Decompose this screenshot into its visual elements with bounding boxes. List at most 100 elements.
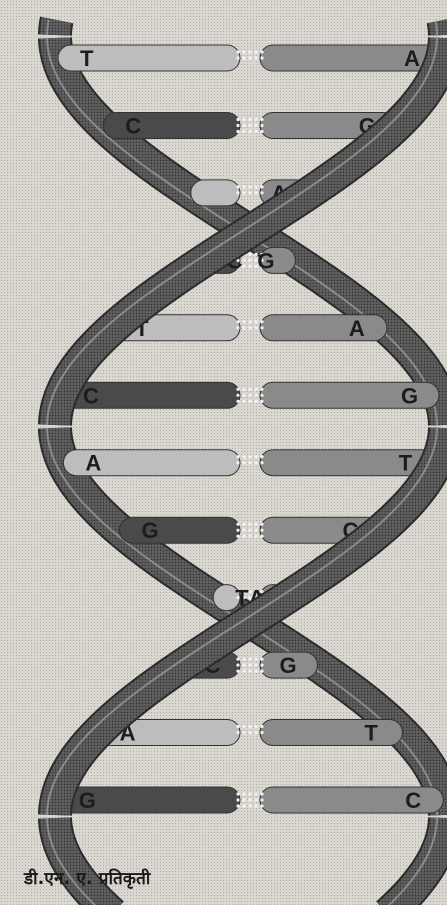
hydrogen-bond-dot bbox=[248, 535, 251, 538]
hydrogen-bond-dot bbox=[254, 394, 257, 397]
hydrogen-bond-dot bbox=[248, 253, 251, 256]
hydrogen-bond-dot bbox=[248, 400, 251, 403]
hydrogen-bond-dot bbox=[236, 56, 239, 59]
hydrogen-bond-dot bbox=[254, 798, 257, 801]
hydrogen-bond-dot bbox=[242, 804, 245, 807]
hydrogen-bond-dot bbox=[236, 731, 239, 734]
hydrogen-bond-dot bbox=[242, 124, 245, 127]
hydrogen-bond-dot bbox=[254, 535, 257, 538]
hydrogen-bond-dot bbox=[254, 191, 257, 194]
base-right-label: C bbox=[405, 788, 421, 813]
hydrogen-bond-dot bbox=[248, 118, 251, 121]
base-right-block bbox=[260, 720, 402, 746]
base-left-label: G bbox=[142, 518, 159, 543]
hydrogen-bond-dot bbox=[248, 523, 251, 526]
hydrogen-bond-dot bbox=[236, 523, 239, 526]
hydrogen-bond-dot bbox=[236, 670, 239, 673]
hydrogen-bond-dot bbox=[248, 792, 251, 795]
hydrogen-bond-dot bbox=[260, 185, 263, 188]
hydrogen-bond-dot bbox=[248, 731, 251, 734]
base-left-block bbox=[103, 113, 240, 139]
hydrogen-bond-dot bbox=[260, 400, 263, 403]
hydrogen-bond-dot bbox=[254, 56, 257, 59]
hydrogen-bond-dot bbox=[236, 185, 239, 188]
hydrogen-bond-dot bbox=[242, 326, 245, 329]
hydrogen-bond-dot bbox=[254, 529, 257, 532]
hydrogen-bond-dot bbox=[242, 523, 245, 526]
hydrogen-bond-dot bbox=[242, 461, 245, 464]
hydrogen-bond-dot bbox=[248, 191, 251, 194]
hydrogen-bond-dot bbox=[260, 658, 263, 661]
strand-b-segment bbox=[55, 20, 57, 35]
hydrogen-bond-dot bbox=[260, 792, 263, 795]
hydrogen-bond-dot bbox=[260, 461, 263, 464]
hydrogen-bond-dot bbox=[254, 326, 257, 329]
hydrogen-bond-dot bbox=[260, 326, 263, 329]
hydrogen-bond-dot bbox=[242, 191, 245, 194]
hydrogen-bond-dot bbox=[242, 798, 245, 801]
hydrogen-bond-dot bbox=[242, 670, 245, 673]
hydrogen-bond-dot bbox=[242, 400, 245, 403]
hydrogen-bond-dot bbox=[248, 798, 251, 801]
hydrogen-bond-dot bbox=[254, 124, 257, 127]
hydrogen-bond-dot bbox=[242, 265, 245, 268]
hydrogen-bond-dot bbox=[248, 56, 251, 59]
hydrogen-bond-dot bbox=[260, 394, 263, 397]
hydrogen-bond-dot bbox=[260, 529, 263, 532]
hydrogen-bond-dot bbox=[260, 388, 263, 391]
hydrogen-bond-dot bbox=[242, 130, 245, 133]
hydrogen-bond-dot bbox=[260, 731, 263, 734]
hydrogen-bond-dot bbox=[254, 670, 257, 673]
hydrogen-bond-dot bbox=[248, 185, 251, 188]
hydrogen-bond-dot bbox=[242, 658, 245, 661]
hydrogen-bond-dot bbox=[236, 130, 239, 133]
hydrogen-bond-dot bbox=[242, 394, 245, 397]
hydrogen-bond-dot bbox=[254, 461, 257, 464]
hydrogen-bond-dot bbox=[248, 670, 251, 673]
hydrogen-bond-dot bbox=[242, 725, 245, 728]
hydrogen-bond-dot bbox=[260, 725, 263, 728]
hydrogen-bond-dot bbox=[242, 259, 245, 262]
hydrogen-bond-dot bbox=[236, 191, 239, 194]
hydrogen-bond-dot bbox=[254, 523, 257, 526]
hydrogen-bond-dot bbox=[242, 529, 245, 532]
hydrogen-bond-dot bbox=[254, 804, 257, 807]
hydrogen-bond-dot bbox=[248, 725, 251, 728]
hydrogen-bond-dot bbox=[236, 804, 239, 807]
hydrogen-bond-dot bbox=[260, 670, 263, 673]
base-right-block bbox=[260, 315, 387, 341]
hydrogen-bond-dot bbox=[236, 320, 239, 323]
base-right-label: A bbox=[349, 316, 365, 341]
hydrogen-bond-dot bbox=[236, 664, 239, 667]
hydrogen-bond-dot bbox=[248, 320, 251, 323]
hydrogen-bond-dot bbox=[236, 400, 239, 403]
hydrogen-bond-dot bbox=[248, 124, 251, 127]
hydrogen-bond-dot bbox=[260, 798, 263, 801]
hydrogen-bond-dot bbox=[248, 804, 251, 807]
hydrogen-bond-dot bbox=[254, 130, 257, 133]
hydrogen-bond-dot bbox=[254, 455, 257, 458]
hydrogen-bond-dot bbox=[236, 535, 239, 538]
hydrogen-bond-dot bbox=[254, 731, 257, 734]
hydrogen-bond-dot bbox=[242, 792, 245, 795]
hydrogen-bond-dot bbox=[248, 265, 251, 268]
hydrogen-bond-dot bbox=[260, 118, 263, 121]
hydrogen-bond-dot bbox=[242, 185, 245, 188]
hydrogen-bond-dot bbox=[236, 388, 239, 391]
hydrogen-bond-dot bbox=[242, 731, 245, 734]
hydrogen-bond-dot bbox=[254, 658, 257, 661]
hydrogen-bond-dot bbox=[236, 50, 239, 53]
hydrogen-bond-dot bbox=[248, 394, 251, 397]
hydrogen-bond-dot bbox=[260, 130, 263, 133]
hydrogen-bond-dot bbox=[260, 455, 263, 458]
hydrogen-bond-dot bbox=[236, 529, 239, 532]
hydrogen-bond-dot bbox=[248, 658, 251, 661]
hydrogen-bond-dot bbox=[248, 455, 251, 458]
hydrogen-bond-dot bbox=[260, 804, 263, 807]
hydrogen-bond-dot bbox=[254, 792, 257, 795]
hydrogen-bond-dot bbox=[248, 326, 251, 329]
hydrogen-bond-dot bbox=[260, 124, 263, 127]
hydrogen-bond-dot bbox=[236, 124, 239, 127]
